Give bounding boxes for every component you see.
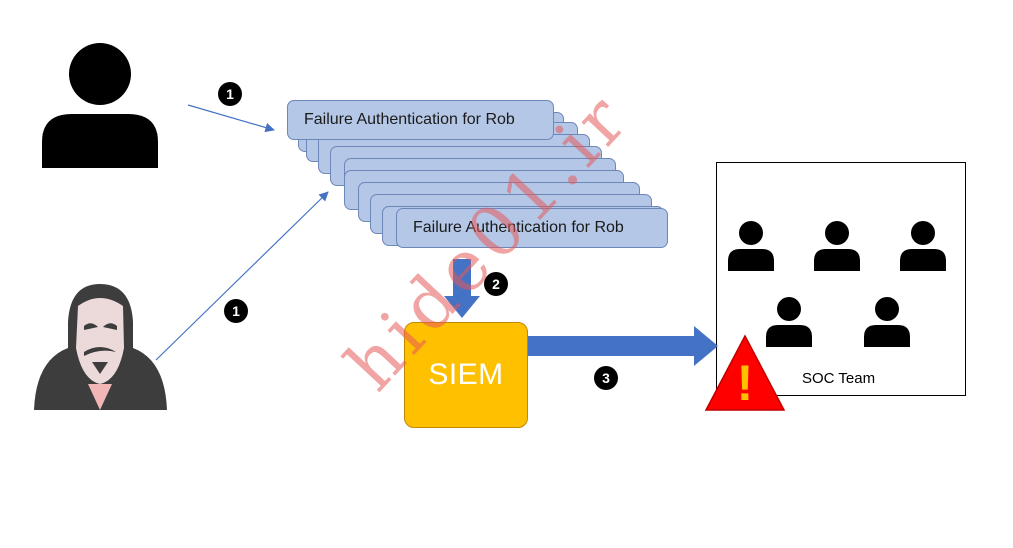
- siem-box: SIEM: [404, 322, 528, 428]
- warning-mark: !: [737, 355, 754, 411]
- soc-team-box: [716, 162, 966, 396]
- soc-member-icon: [900, 221, 946, 271]
- warning-icon: !: [704, 334, 786, 411]
- soc-member-icon: [766, 297, 812, 347]
- step-badge-3: 3: [594, 366, 618, 390]
- log-card-top-label: Failure Authentication for Rob: [304, 111, 515, 128]
- log-card-bottom-label: Failure Authentication for Rob: [413, 219, 624, 236]
- login-arrow-attacker: [155, 191, 329, 361]
- user-icon: [42, 43, 158, 168]
- step-badge-2: 2: [484, 272, 508, 296]
- log-card-bottom: Failure Authentication for Rob: [396, 208, 668, 248]
- logs-to-siem-arrow: [444, 259, 480, 318]
- siem-to-soc-arrow: [528, 326, 718, 366]
- soc-member-icon: [864, 297, 910, 347]
- step-badge-1-attacker: 1: [224, 299, 248, 323]
- log-card-top: Failure Authentication for Rob: [287, 100, 554, 140]
- soc-member-icon: [814, 221, 860, 271]
- login-arrow-user: [187, 104, 275, 133]
- soc-member-icon: [728, 221, 774, 271]
- soc-team-label: SOC Team: [802, 370, 876, 387]
- anonymous-hacker-icon: [34, 284, 167, 410]
- siem-label: SIEM: [428, 358, 504, 391]
- step-badge-1-user: 1: [218, 82, 242, 106]
